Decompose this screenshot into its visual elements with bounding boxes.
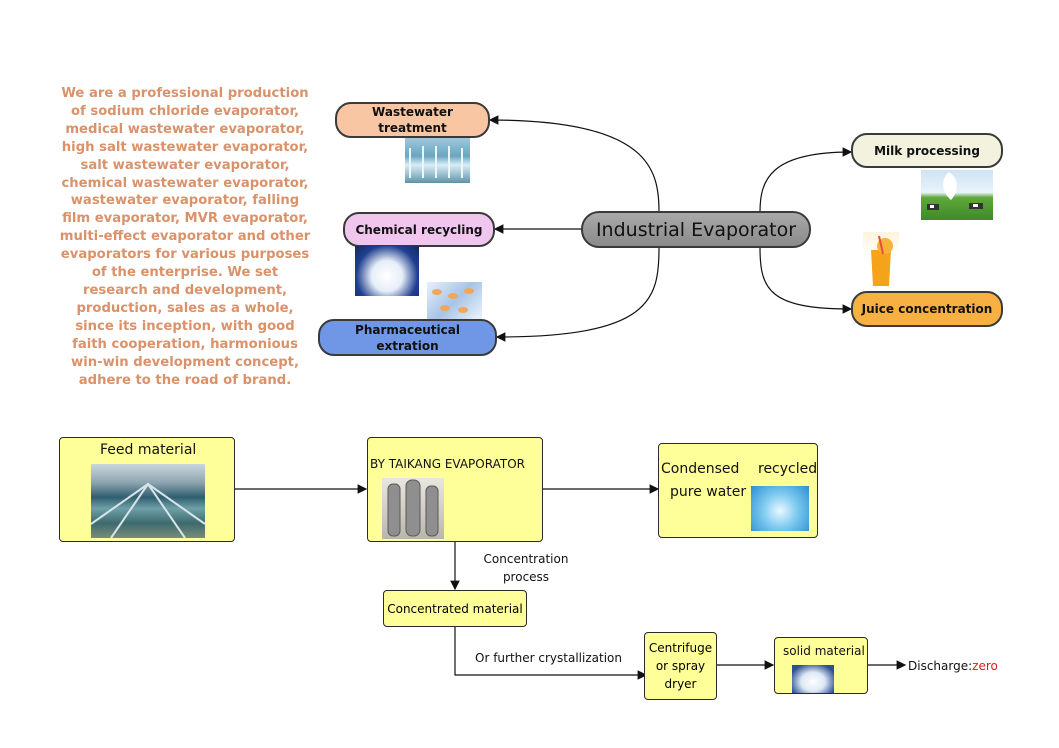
concentrated-label: Concentrated material bbox=[387, 601, 523, 616]
water-splash-photo bbox=[751, 486, 809, 531]
solid-material-box: solid material bbox=[774, 637, 868, 694]
node-chemical-recycling: Chemical recycling bbox=[343, 212, 495, 247]
node-label: Milk processing bbox=[874, 143, 980, 158]
node-label: Pharmaceutical extration bbox=[355, 322, 460, 353]
recycled-label: recycled bbox=[758, 461, 818, 477]
center-node: Industrial Evaporator bbox=[581, 211, 811, 248]
node-label: Wastewater treatment bbox=[372, 105, 453, 135]
centrifuge-box: Centrifuge or spray dryer bbox=[644, 632, 717, 700]
condensed-water-box: Condensed recycled pure water bbox=[658, 443, 818, 538]
pills-photo bbox=[427, 282, 482, 320]
evaporator-equipment-photo bbox=[382, 478, 444, 539]
node-juice-concentration: Juice concentration bbox=[851, 291, 1003, 327]
intro-text: We are a professional production of sodi… bbox=[59, 86, 311, 388]
pure-water-label: pure water bbox=[670, 484, 747, 500]
connector-juice bbox=[759, 247, 853, 314]
concentrated-material-box: Concentrated material bbox=[383, 590, 527, 627]
node-label: Juice concentration bbox=[861, 302, 993, 316]
node-pharmaceutical-extration: Pharmaceutical extration bbox=[318, 319, 497, 356]
discharge-value: zero bbox=[972, 659, 998, 673]
connector-pharma bbox=[495, 247, 660, 342]
connector-wastewater bbox=[488, 115, 660, 213]
discharge-prefix: Discharge: bbox=[908, 659, 973, 673]
salt-pile-photo bbox=[792, 665, 834, 693]
node-label: Chemical recycling bbox=[355, 222, 483, 237]
concentration-process-label: Concentration process bbox=[483, 552, 569, 584]
centrifuge-label: Centrifuge or spray dryer bbox=[648, 641, 713, 691]
discharge-label: Discharge:zero bbox=[908, 659, 998, 673]
solid-label: solid material bbox=[783, 644, 865, 658]
connector-concentrated-centrifuge bbox=[454, 627, 648, 680]
node-milk-processing: Milk processing bbox=[851, 133, 1003, 168]
connector-milk bbox=[759, 147, 853, 213]
feed-material-label: Feed material bbox=[100, 442, 197, 458]
node-wastewater-treatment: Wastewater treatment bbox=[335, 102, 490, 138]
milk-cows-photo bbox=[921, 170, 993, 220]
salt-crystals-photo bbox=[355, 246, 419, 296]
evaporator-label: BY TAIKANG EVAPORATOR bbox=[370, 457, 525, 471]
orange-juice-photo bbox=[863, 232, 899, 288]
condensed-label: Condensed bbox=[661, 461, 740, 477]
wastewater-pool-photo bbox=[405, 138, 470, 183]
crystallization-label: Or further crystallization bbox=[475, 651, 622, 665]
water-treatment-plant-photo bbox=[91, 464, 205, 538]
evaporator-box: BY TAIKANG EVAPORATOR bbox=[367, 437, 543, 542]
feed-material-box: Feed material bbox=[59, 437, 235, 542]
